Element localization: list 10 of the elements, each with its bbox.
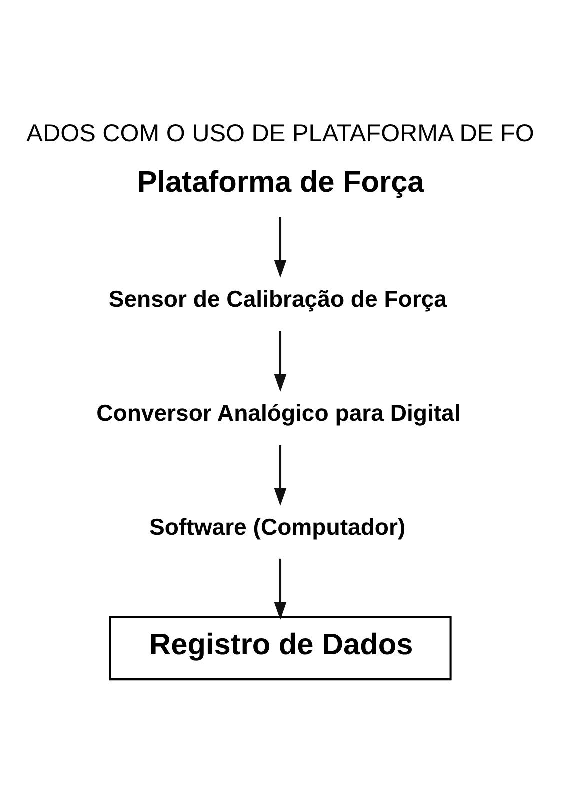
arrow	[274, 558, 287, 620]
node-text: Software (Computador)	[150, 514, 406, 540]
node-box: Registro de Dados	[109, 616, 452, 681]
arrow	[274, 217, 287, 278]
arrow	[274, 445, 287, 506]
node-text: Conversor Analógico para Digital	[96, 400, 461, 426]
arrow	[274, 331, 287, 392]
node-text: Sensor de Calibração de Força	[108, 286, 447, 312]
diagram-title: ADOS COM O USO DE PLATAFORMA DE FO	[26, 120, 534, 148]
node-text: Plataforma de Força	[137, 166, 424, 199]
